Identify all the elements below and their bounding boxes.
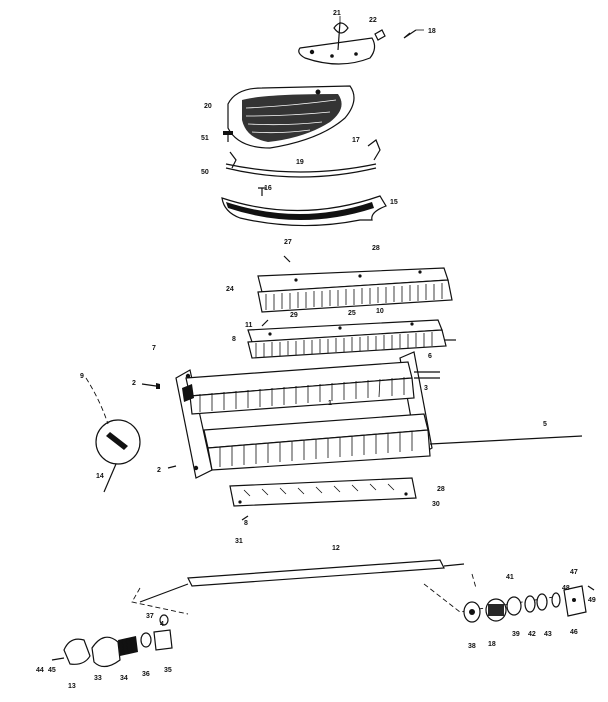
label-27: 27 <box>284 239 292 246</box>
label-18-lower: 18 <box>488 641 496 648</box>
label-51: 51 <box>201 135 209 142</box>
label-49: 49 <box>588 597 596 604</box>
label-38: 38 <box>468 643 476 650</box>
label-31: 31 <box>235 538 243 545</box>
label-8-upper: 8 <box>232 336 236 343</box>
label-9: 9 <box>80 373 84 380</box>
label-10: 10 <box>376 308 384 315</box>
screw-51-part <box>223 131 233 142</box>
label-13: 13 <box>68 683 76 690</box>
label-33: 33 <box>94 675 102 682</box>
detail-callout-part <box>85 377 141 493</box>
label-14: 14 <box>96 473 104 480</box>
label-18: 18 <box>428 28 436 35</box>
main-frame-part <box>175 351 583 479</box>
label-17: 17 <box>352 137 360 144</box>
label-7: 7 <box>152 345 156 352</box>
label-44: 44 <box>36 667 44 674</box>
label-4: 4 <box>160 621 164 628</box>
label-6: 6 <box>428 353 432 360</box>
label-1: 1 <box>328 400 332 407</box>
label-39: 39 <box>512 631 520 638</box>
upper-comb-part <box>257 255 453 313</box>
label-2-upper: 2 <box>132 380 136 387</box>
label-19: 19 <box>296 159 304 166</box>
label-29: 29 <box>290 312 298 319</box>
right-end-assembly <box>463 585 595 623</box>
label-15: 15 <box>390 199 398 206</box>
label-8-lower: 8 <box>244 520 248 527</box>
selector-arm-part <box>298 16 424 65</box>
label-12: 12 <box>332 545 340 552</box>
screw-2-parts <box>141 383 177 469</box>
label-42: 42 <box>528 631 536 638</box>
label-43: 43 <box>544 631 552 638</box>
label-2-lower: 2 <box>157 467 161 474</box>
part-number-labels: 21 22 18 20 51 17 19 50 16 15 27 28 24 1… <box>36 10 596 690</box>
label-21: 21 <box>333 10 341 17</box>
curved-blade-part <box>221 187 387 227</box>
label-48: 48 <box>562 585 570 592</box>
label-28-lower: 28 <box>437 486 445 493</box>
label-20: 20 <box>204 103 212 110</box>
label-47: 47 <box>570 569 578 576</box>
label-37: 37 <box>146 613 154 620</box>
left-end-assembly <box>51 614 173 668</box>
label-22: 22 <box>369 17 377 24</box>
bottom-strip-part <box>229 477 417 521</box>
label-50: 50 <box>201 169 209 176</box>
label-3: 3 <box>424 385 428 392</box>
comb-segment-part <box>227 85 355 149</box>
label-28-upper: 28 <box>372 245 380 252</box>
label-5: 5 <box>543 421 547 428</box>
curved-bar-part <box>225 163 377 178</box>
label-11: 11 <box>245 322 253 329</box>
label-35: 35 <box>164 667 172 674</box>
label-34: 34 <box>120 675 128 682</box>
label-45: 45 <box>48 667 56 674</box>
label-16: 16 <box>264 185 272 192</box>
label-36: 36 <box>142 671 150 678</box>
label-30: 30 <box>432 501 440 508</box>
label-46: 46 <box>570 629 578 636</box>
label-41: 41 <box>506 574 514 581</box>
label-24: 24 <box>226 286 234 293</box>
label-25: 25 <box>348 310 356 317</box>
lower-comb-part <box>247 319 456 359</box>
